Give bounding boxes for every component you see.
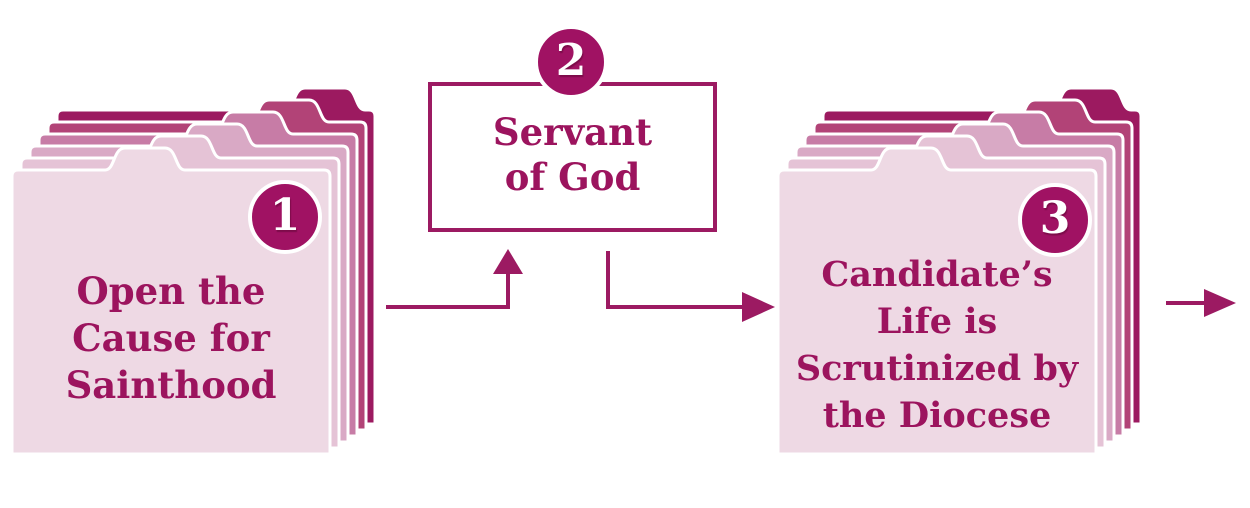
arrow-head-up xyxy=(493,249,523,274)
step-3-text: Candidate’s Life is Scrutinized by the D… xyxy=(778,251,1096,439)
step-3-text-line: Scrutinized by xyxy=(795,348,1079,389)
servant-of-god-box: Servant of God xyxy=(428,82,717,232)
step-2-text-line: Servant xyxy=(492,110,653,154)
arrow-icon-step3-next xyxy=(1166,289,1236,317)
step-3-text-line: Candidate’s xyxy=(821,254,1053,295)
step-1-text-line: Cause for xyxy=(72,316,270,360)
step-3-text-line: Life is xyxy=(876,301,998,342)
arrow-head-right xyxy=(742,292,775,322)
arrow-head-right xyxy=(1204,289,1236,317)
step-1-text: Open the Cause for Sainthood xyxy=(12,268,330,409)
step-1-text-line: Open the xyxy=(76,269,266,313)
step-3-badge: 3 xyxy=(1018,183,1092,257)
arrow-line xyxy=(386,272,510,309)
folder-stack-icon-step-3 xyxy=(776,86,1143,456)
step-2-badge: 2 xyxy=(534,25,608,99)
step-1-text-line: Sainthood xyxy=(65,363,277,407)
arrow-icon-step2-to-step3 xyxy=(606,251,775,322)
step-3-text-line: the Diocese xyxy=(822,395,1052,436)
arrow-icon-step1-to-step2 xyxy=(386,249,523,309)
step-1-badge: 1 xyxy=(248,180,322,254)
step-2-text-line: of God xyxy=(504,155,641,199)
arrow-line xyxy=(606,251,744,309)
folder-layer-front xyxy=(776,146,1098,456)
